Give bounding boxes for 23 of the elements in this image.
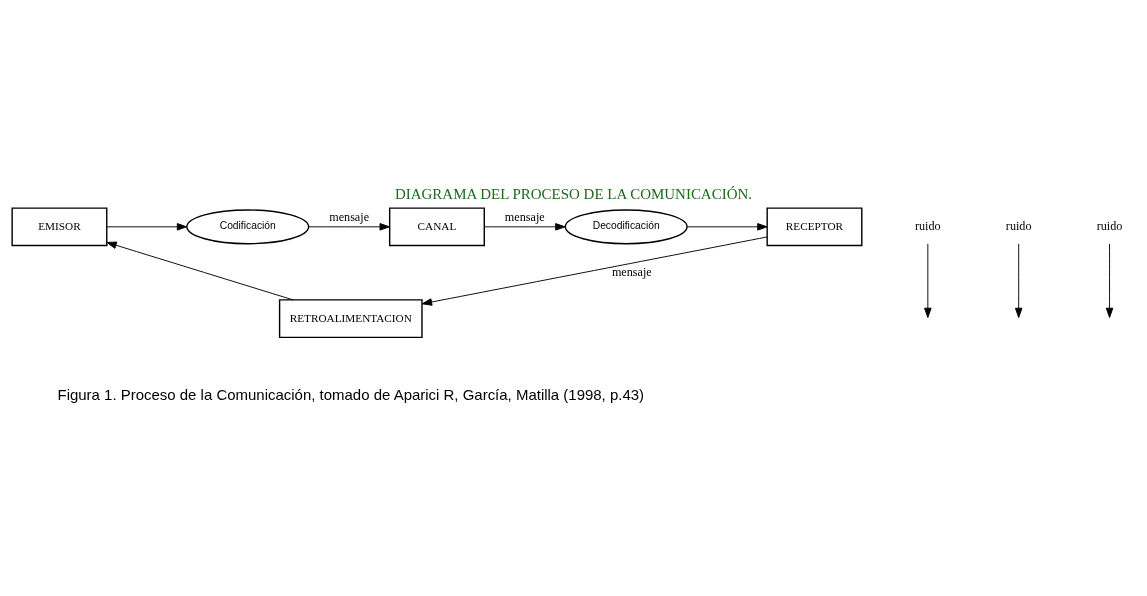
node-text: ruido: [1005, 218, 1032, 233]
diagram-title: DIAGRAMA DEL PROCESO DE LA COMUNICACIÓN.: [394, 185, 753, 202]
node-box: EMISOR: [11, 206, 108, 246]
arrow: [924, 242, 932, 318]
node-box: CANAL: [388, 206, 485, 246]
arrow: [686, 222, 768, 231]
node-box: RECEPTOR: [766, 206, 863, 246]
arrow: [308, 222, 390, 231]
arrow: [106, 222, 188, 231]
arrow: [421, 236, 768, 306]
arrow: [106, 241, 294, 300]
node-box: RETROALIMENTACION: [278, 298, 423, 338]
edge-label: mensaje: [611, 264, 652, 279]
caption: Figura 1. Proceso de la Comunicación, tomado de Aparici R, García, Matilla (1998, p.43): [57, 385, 645, 403]
arrow: [484, 222, 566, 231]
edge-label: mensaje: [504, 209, 545, 224]
node-text: ruido: [1096, 218, 1123, 233]
arrow: [1014, 242, 1023, 318]
node-ellipse: Codificación: [186, 208, 310, 244]
node-text: ruido: [914, 218, 941, 233]
arrow: [1105, 242, 1114, 318]
edge-label: mensaje: [329, 209, 370, 224]
node-ellipse: Decodificación: [564, 208, 688, 244]
